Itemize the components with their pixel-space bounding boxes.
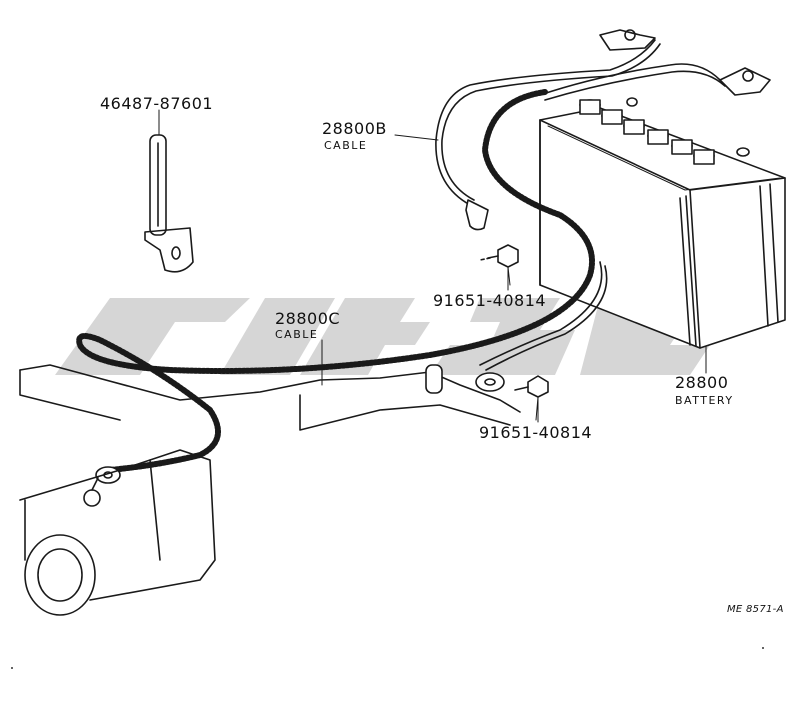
bracket-part [144, 109, 194, 273]
figure-code: ME 8571-A [727, 604, 784, 615]
speck [11, 667, 13, 669]
battery-part [539, 97, 786, 349]
battery-caps [579, 97, 750, 165]
bolt-lower-part [514, 375, 549, 421]
bolt-lower-part-number: 91651-40814 [479, 423, 593, 442]
cable-c-name: CABLE [275, 328, 319, 341]
cable-c-part [76, 89, 608, 484]
bolt-upper-part [479, 244, 519, 286]
bracket-part-number: 46487-87601 [100, 94, 214, 113]
cable-b-part [435, 29, 661, 231]
speck [762, 647, 764, 649]
battery-name: BATTERY [675, 394, 734, 407]
cable-c-part-number: 28800C [275, 309, 341, 328]
bolt-upper-part-number: 91651-40814 [433, 291, 547, 310]
starter-motor-part [19, 449, 216, 616]
battery-part-number: 28800 [675, 373, 729, 392]
cable-b-name: CABLE [324, 139, 368, 152]
cable-b-part-number: 28800B [322, 119, 387, 138]
frame-part [19, 364, 521, 431]
leader-lines [321, 134, 707, 423]
cable-positive [539, 63, 771, 101]
